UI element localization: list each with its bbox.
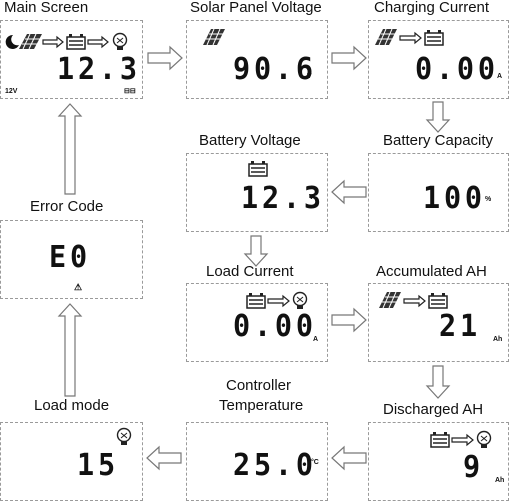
solar-voltage-panel: 90.6 V	[186, 20, 328, 99]
battery-icon	[246, 293, 266, 309]
bulb-icon	[112, 32, 128, 50]
solar-unit: V	[307, 73, 312, 80]
arrow-icon	[403, 294, 426, 308]
flow-arrow-right	[147, 45, 183, 71]
controller-temp-unit: °C	[311, 459, 319, 466]
battery-icon	[66, 34, 86, 50]
charging-current-title: Charging Current	[374, 0, 490, 16]
load-current-value: 0.00	[233, 309, 317, 344]
load-mode-value: 15	[77, 448, 119, 483]
charging-value: 0.00	[415, 52, 499, 87]
discharged-icons	[430, 430, 492, 448]
solar-panel-icon	[379, 291, 401, 309]
flow-arrow-left	[331, 179, 367, 205]
battery-voltage-value: 12.3	[241, 181, 325, 216]
discharged-ah-panel: 9 Ah	[368, 422, 509, 501]
discharged-unit: Ah	[495, 477, 505, 484]
moon-icon	[5, 34, 19, 49]
flow-arrow-left	[331, 445, 367, 471]
load-current-panel: 0.00 A	[186, 283, 328, 362]
accumulated-ah-panel: 21 Ah	[368, 283, 509, 362]
controller-temp-value: 25.0	[233, 448, 317, 483]
load-current-unit: A	[313, 336, 319, 343]
flow-arrow-up	[57, 303, 83, 397]
main-right-label: ⊟⊟	[124, 88, 136, 95]
solar-panel-icon	[375, 28, 397, 46]
charging-current-panel: 0.00 A	[368, 20, 509, 99]
charging-icons	[375, 28, 444, 46]
main-screen-panel: 12.3 12V ⊟⊟	[0, 20, 143, 99]
battery-capacity-unit: %	[485, 196, 492, 203]
load-current-title: Load Current	[206, 263, 294, 280]
bulb-icon	[476, 430, 492, 448]
battery-voltage-unit: V	[309, 194, 314, 201]
battery-icon	[424, 30, 444, 46]
controller-title-line2: Temperature	[219, 397, 304, 414]
flow-arrow-right	[331, 45, 367, 71]
accumulated-unit: Ah	[493, 336, 503, 343]
arrow-icon	[42, 35, 64, 49]
solar-panel-icon	[203, 28, 225, 46]
solar-panel-icon	[19, 33, 42, 50]
arrow-icon	[87, 35, 109, 49]
error-code-panel: E0 ⚠	[0, 220, 143, 299]
bulb-icon	[116, 427, 132, 445]
flow-arrow-right	[331, 307, 367, 333]
battery-capacity-value: 100	[423, 181, 486, 216]
error-code-title: Error Code	[30, 198, 104, 215]
main-screen-title: Main Screen	[4, 0, 89, 16]
battery-icon	[430, 432, 450, 448]
charging-unit: A	[497, 73, 503, 80]
bulb-icon	[292, 291, 308, 309]
battery-voltage-title: Battery Voltage	[199, 132, 301, 149]
main-icons	[5, 32, 128, 50]
arrow-icon	[267, 294, 290, 308]
solar-voltage-title: Solar Panel Voltage	[190, 0, 322, 16]
accumulated-value: 21	[439, 309, 481, 344]
battery-icon	[428, 293, 448, 309]
accumulated-icons	[379, 291, 448, 309]
discharged-ah-title: Discharged AH	[383, 401, 484, 418]
flow-arrow-down	[425, 101, 451, 133]
load-current-icons	[246, 291, 308, 309]
flow-arrow-left	[146, 445, 182, 471]
flow-arrow-down	[243, 235, 269, 267]
battery-capacity-title: Battery Capacity	[383, 132, 494, 149]
warning-icon: ⚠	[74, 282, 83, 292]
arrow-icon	[451, 433, 474, 447]
battery-voltage-panel: 12.3 V	[186, 153, 328, 232]
main-left-label: 12V	[5, 88, 18, 95]
main-value: 12.3	[57, 52, 141, 87]
controller-title-line1: Controller	[226, 377, 292, 394]
error-value: E0	[49, 240, 91, 275]
arrow-icon	[399, 31, 422, 45]
flow-arrow-up	[57, 103, 83, 195]
accumulated-ah-title: Accumulated AH	[376, 263, 487, 280]
discharged-value: 9	[463, 450, 484, 485]
battery-capacity-panel: 100 %	[368, 153, 509, 232]
battery-icon	[248, 161, 268, 177]
load-mode-panel: 15	[0, 422, 143, 501]
controller-temp-panel: 25.0 °C	[186, 422, 328, 501]
solar-value: 90.6	[233, 52, 317, 87]
flow-arrow-down	[425, 365, 451, 399]
load-mode-title: Load mode	[34, 397, 110, 414]
